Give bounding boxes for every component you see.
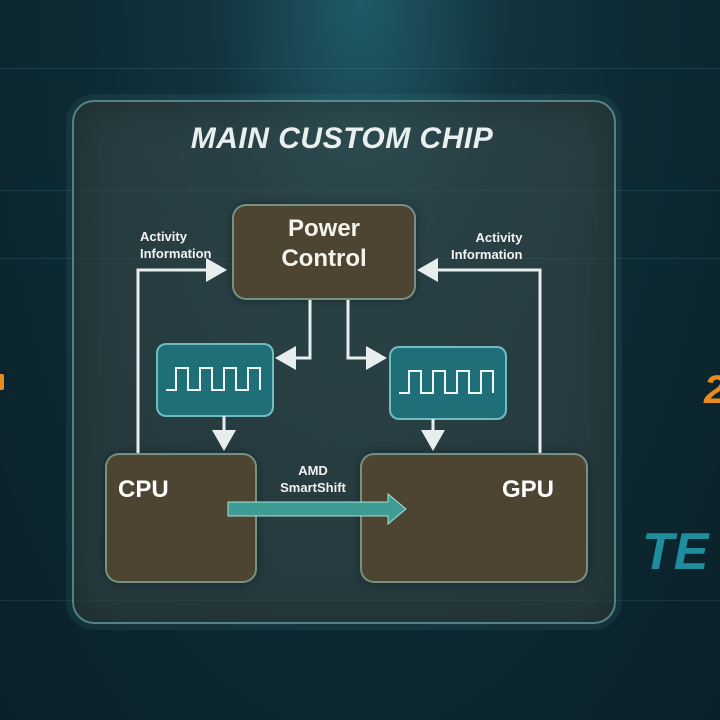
gpu-label: GPU (502, 476, 555, 503)
gpu-activity-arrow (417, 258, 542, 453)
activity-right-line2: Information (451, 247, 523, 262)
power-control-box (232, 204, 416, 300)
edge-digit: 2 (704, 368, 720, 413)
gpu-box (360, 453, 588, 583)
smartshift-line2: SmartShift (280, 480, 346, 495)
power-label-line2: Control (281, 245, 367, 272)
power-label-line1: Power (287, 215, 361, 242)
smartshift-line1: AMD (298, 463, 328, 478)
smartshift-arrow (227, 492, 407, 526)
activity-left-line2: Information (140, 246, 212, 261)
clock-wave-icon (166, 367, 261, 391)
power-control-label: Power Control (232, 214, 416, 274)
activity-info-left: Activity Information (140, 228, 212, 262)
clock-wave-icon (399, 370, 494, 394)
cpu-label: CPU (118, 476, 169, 503)
power-to-gpu-clock-arrow (346, 300, 387, 370)
activity-left-line1: Activity (140, 229, 187, 244)
activity-info-right: Activity Information (451, 229, 523, 263)
activity-right-line1: Activity (475, 230, 523, 245)
diagram-title: MAIN CUSTOM CHIP (190, 122, 494, 155)
cpu-box (105, 453, 257, 583)
edge-orange-mark (0, 374, 4, 390)
power-to-cpu-clock-arrow (275, 300, 312, 370)
cpu-activity-arrow (136, 258, 227, 453)
smartshift-label: AMD SmartShift (268, 462, 358, 496)
scan-line (0, 68, 720, 69)
edge-word: TE (642, 523, 709, 581)
